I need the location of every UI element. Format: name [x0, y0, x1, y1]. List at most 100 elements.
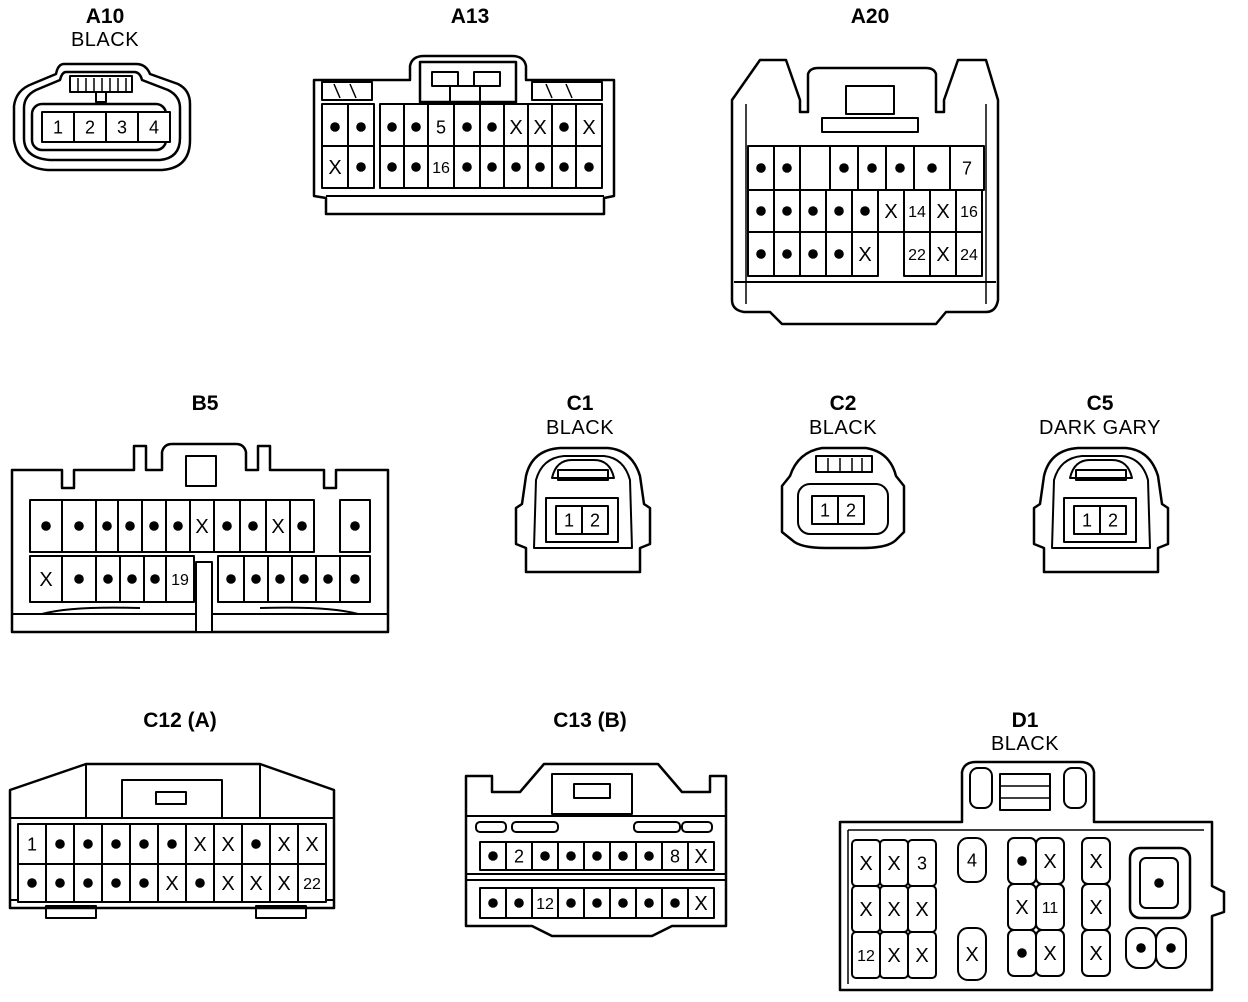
pin-dot-icon: [839, 163, 849, 173]
pin-dot-icon: [330, 122, 340, 132]
pin-x-icon: X: [858, 244, 871, 266]
pin-dot-icon: [488, 851, 498, 861]
a13-r2-pin-11: [575, 145, 603, 189]
pin-dot-icon: [834, 249, 844, 259]
c12-r2-pin-3: [73, 863, 103, 903]
d1-left-pin-9: X: [907, 931, 937, 979]
pin-x-icon: X: [305, 834, 318, 856]
d1-latch-pin: [1139, 857, 1179, 909]
c13-r1-pin-9: X: [687, 841, 715, 871]
pin-number: 1: [53, 117, 63, 137]
connector-label-c5: C5: [1086, 392, 1114, 415]
b5-r2-pin-9: [267, 555, 293, 603]
pin-dot-icon: [350, 574, 360, 584]
b5-r2-pin-2: [61, 555, 97, 603]
c12-r1-pin-1: 1: [17, 823, 47, 865]
pin-x-icon: X: [509, 117, 522, 139]
a13-r1-pin-8: X: [503, 103, 529, 151]
c12-r2-pin-1: [17, 863, 47, 903]
d1-pin-4: 4: [957, 837, 987, 883]
pin-number: 2: [1108, 510, 1118, 530]
pin-dot-icon: [1136, 943, 1146, 953]
d1-right-pin-1: X: [1081, 837, 1111, 885]
pin-dot-icon: [670, 898, 680, 908]
pin-number: 5: [436, 117, 446, 137]
pin-dot-icon: [41, 521, 51, 531]
d1-left-pin-2: X: [879, 839, 909, 887]
c12-r1-pin-8: X: [213, 823, 243, 865]
d1-mid-pin-6: X: [1035, 929, 1065, 977]
c13-r2-pin-4: [557, 887, 585, 919]
a13-r2-pin-1: X: [321, 145, 349, 189]
a13-r1-pin-1: [321, 103, 349, 151]
c13-r1-pin-8: 8: [661, 841, 689, 871]
a20-r1-pin-7: [913, 145, 951, 191]
pin-dot-icon: [139, 878, 149, 888]
pin-dot-icon: [1017, 948, 1027, 958]
d1-left-pin-6: X: [907, 885, 937, 933]
pin-dot-icon: [756, 249, 766, 259]
pin-x-icon: X: [936, 244, 949, 266]
pin-x-icon: X: [195, 516, 208, 538]
c12-r2-pin-5: [129, 863, 159, 903]
pin-number: 11: [1042, 900, 1059, 917]
pin-dot-icon: [111, 878, 121, 888]
pin-x-icon: X: [859, 853, 872, 875]
a20-r3-pin-2: [773, 231, 801, 277]
connector-label-c12: C12 (A): [143, 709, 217, 732]
b5-r2-pin-10: [291, 555, 317, 603]
pin-number: 24: [960, 247, 978, 264]
b5-r2-pin-5: [143, 555, 167, 603]
a13-r2-pin-10: [551, 145, 577, 189]
b5-r1-pin-6: [165, 499, 191, 553]
c1-pin-1: 1: [555, 505, 583, 535]
pin-x-icon: X: [277, 834, 290, 856]
pin-dot-icon: [222, 521, 232, 531]
c12-r1-pin-6: [157, 823, 187, 865]
c12-r1-pin-3: [73, 823, 103, 865]
c13-r2-pin-6: [609, 887, 637, 919]
b5-r1-pin-7: X: [189, 499, 215, 553]
c13-r2-pin-3: 12: [531, 887, 559, 919]
pin-dot-icon: [226, 574, 236, 584]
pin-dot-icon: [584, 162, 594, 172]
pin-number: 16: [960, 204, 978, 221]
c12-r1-pin-9: [241, 823, 271, 865]
pin-dot-icon: [55, 878, 65, 888]
pin-x-icon: X: [884, 201, 897, 223]
a20-r1-pin-2: [773, 145, 801, 191]
a13-r2-pin-6: [453, 145, 481, 189]
b5-key-slot: [195, 561, 213, 633]
pin-x-icon: X: [1015, 897, 1028, 919]
a13-r1-pin-5: 5: [427, 103, 455, 151]
pin-x-icon: X: [328, 157, 341, 179]
a20-r3-pin-8: X: [929, 231, 957, 277]
a13-r2-pin-3: [379, 145, 405, 189]
c12-r2-pin-10: X: [269, 863, 299, 903]
a20-r2-pin-8: X: [929, 189, 957, 233]
c12-r2-pin-2: [45, 863, 75, 903]
pin-x-icon: X: [1043, 943, 1056, 965]
pin-dot-icon: [488, 898, 498, 908]
a13-r2-pin-8: [503, 145, 529, 189]
a20-r2-pin-7: 14: [903, 189, 931, 233]
pin-dot-icon: [167, 839, 177, 849]
pin-x-icon: X: [915, 899, 928, 921]
pin-dot-icon: [834, 206, 844, 216]
a20-r3-pin-9: 24: [955, 231, 983, 277]
a13-r1-pin-11: X: [575, 103, 603, 151]
connector-label-c2: C2: [829, 392, 857, 415]
pin-dot-icon: [1166, 943, 1176, 953]
c12-r1-pin-4: [101, 823, 131, 865]
d1-left-pin-7: 12: [851, 931, 881, 979]
pin-x-icon: X: [887, 899, 900, 921]
pin-dot-icon: [83, 839, 93, 849]
c12-r1-pin-7: X: [185, 823, 215, 865]
pin-number: 22: [908, 247, 926, 264]
pin-dot-icon: [149, 521, 159, 531]
pin-x-icon: X: [533, 117, 546, 139]
b5-r2-pin-8: [243, 555, 269, 603]
